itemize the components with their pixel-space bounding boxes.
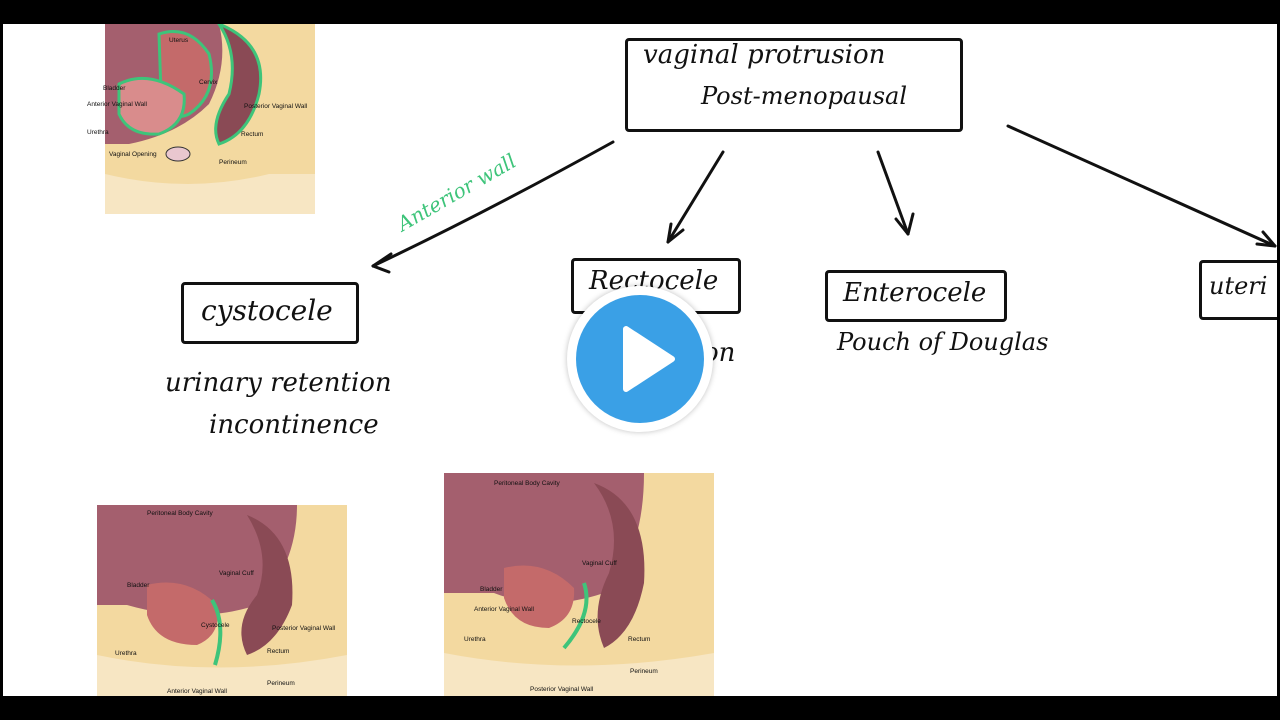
uterine-label: uteri [1209, 272, 1268, 300]
enterocele-box [825, 270, 1007, 322]
label-bladder: Bladder [127, 582, 150, 589]
cystocele-note-1: urinary retention [165, 368, 392, 398]
label-vaginal-opening: Vaginal Opening [109, 151, 157, 158]
cystocele-box [181, 282, 359, 344]
label-urethra: Urethra [115, 650, 137, 657]
label-anterior-wall: Anterior Vaginal Wall [474, 606, 535, 613]
label-urethra: Urethra [87, 129, 109, 136]
arrow-to-enterocele [876, 150, 910, 236]
arrow-to-cystocele [371, 140, 615, 268]
play-icon [623, 326, 675, 392]
label-vaginal-cuff: Vaginal Cuff [219, 570, 254, 577]
cystocele-note-2: incontinence [209, 410, 379, 440]
anatomy-figure-normal: Uterus Bladder Cervix Anterior Vaginal W… [87, 24, 315, 214]
label-urethra: Urethra [464, 636, 486, 643]
anatomy-figure-cystocele: Peritoneal Body Cavity Bladder Vaginal C… [97, 505, 347, 696]
uterine-box [1199, 260, 1277, 320]
label-rectum: Rectum [628, 636, 650, 643]
label-bladder: Bladder [480, 586, 503, 593]
label-bladder: Bladder [103, 85, 126, 92]
whiteboard-canvas: Uterus Bladder Cervix Anterior Vaginal W… [3, 24, 1277, 696]
label-perineum: Perineum [630, 668, 658, 675]
label-posterior-wall: Posterior Vaginal Wall [244, 103, 308, 110]
enterocele-label: Enterocele [843, 278, 987, 308]
label-peritoneal-cavity: Peritoneal Body Cavity [147, 510, 214, 517]
label-anterior-wall: Anterior Vaginal Wall [87, 101, 148, 108]
cystocele-label: cystocele [201, 294, 333, 327]
arrow-to-uterine [1006, 124, 1277, 248]
label-posterior-wall: Posterior Vaginal Wall [530, 686, 594, 693]
label-rectum: Rectum [267, 648, 289, 655]
label-cystocele: Cystocele [201, 622, 230, 629]
label-posterior-wall: Posterior Vaginal Wall [272, 625, 336, 632]
label-anterior-wall: Anterior Vaginal Wall [167, 688, 228, 695]
label-perineum: Perineum [219, 159, 247, 166]
label-peritoneal-cavity: Peritoneal Body Cavity [494, 480, 561, 487]
label-cervix: Cervix [199, 79, 218, 86]
label-rectocele: Rectocele [572, 618, 601, 625]
anatomy-figure-rectocele: Peritoneal Body Cavity Vaginal Cuff Blad… [444, 473, 714, 696]
title-line-1: vaginal protrusion [643, 40, 886, 70]
play-button[interactable] [567, 286, 713, 432]
label-perineum: Perineum [267, 680, 295, 687]
label-rectum: Rectum [241, 131, 263, 138]
enterocele-note: Pouch of Douglas [837, 328, 1049, 356]
label-vaginal-cuff: Vaginal Cuff [582, 560, 617, 567]
label-uterus: Uterus [169, 37, 189, 44]
branch-arrows [371, 124, 1277, 274]
title-line-2: Post-menopausal [701, 82, 907, 110]
title-box [625, 38, 963, 132]
arrow-to-rectocele [666, 150, 725, 244]
